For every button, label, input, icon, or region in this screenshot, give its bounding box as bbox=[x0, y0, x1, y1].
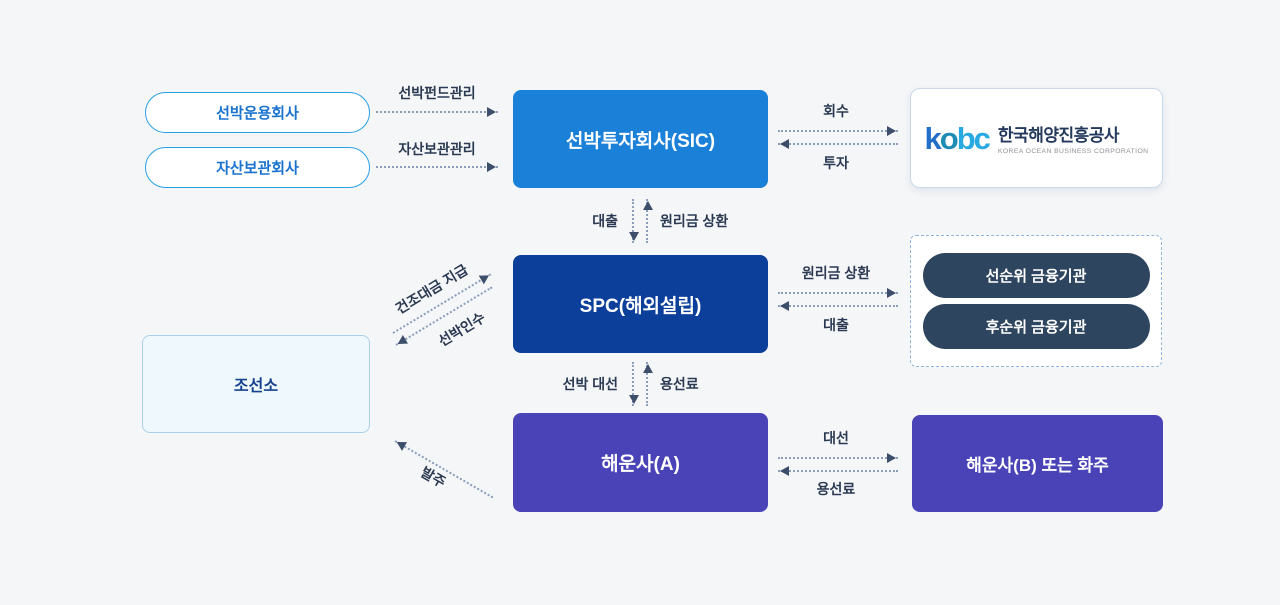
arrowhead bbox=[478, 268, 496, 285]
arrow-repay-right bbox=[778, 288, 898, 298]
flow-label-loan-left: 대출 bbox=[823, 317, 849, 333]
arrow-charter-fee-left bbox=[778, 466, 898, 476]
kobc-name: 한국해양진흥공사 bbox=[997, 126, 1120, 145]
arrowhead bbox=[629, 395, 639, 409]
arrowhead bbox=[629, 232, 639, 246]
kobc-text-group: 한국해양진흥공사 KOREA OCEAN BUSINESS CORPORATIO… bbox=[998, 121, 1149, 155]
arrowhead bbox=[775, 301, 789, 311]
node-senior-fi: 선순위 금융기관 bbox=[922, 253, 1150, 298]
arrow-charter-down bbox=[629, 362, 639, 406]
arrow-repay-up bbox=[643, 199, 653, 243]
kobc-letter-b: b bbox=[956, 120, 976, 156]
arrow-loan-left bbox=[778, 301, 898, 311]
flow-label-charter-right: 대선 bbox=[823, 430, 849, 446]
kobc-logo-group: kobc 한국해양진흥공사 KOREA OCEAN BUSINESS CORPO… bbox=[911, 89, 1162, 187]
kobc-logo-icon: kobc bbox=[924, 120, 991, 156]
flow-label-charter-down: 선박 대선 bbox=[562, 376, 618, 392]
arrow-invest bbox=[778, 139, 898, 149]
arrowhead bbox=[487, 162, 501, 172]
arrowhead bbox=[775, 466, 789, 476]
arrowhead bbox=[487, 107, 501, 117]
arrow-charter-right bbox=[778, 453, 898, 463]
arrowhead bbox=[887, 126, 901, 136]
arrow-charter-fee-up bbox=[643, 362, 653, 406]
flow-label-ship-takeover: 선박인수 bbox=[435, 308, 488, 350]
flow-label-fund-management: 선박펀드관리 bbox=[398, 85, 476, 101]
kobc-letter-o: o bbox=[939, 120, 959, 156]
node-junior-fi: 후순위 금융기관 bbox=[922, 304, 1150, 349]
flow-label-repay-right: 원리금 상환 bbox=[801, 265, 871, 281]
node-spc: SPC(해외설립) bbox=[513, 255, 768, 353]
node-ship-investment-company: 선박투자회사(SIC) bbox=[513, 90, 768, 188]
arrowhead bbox=[643, 359, 653, 373]
arrowhead bbox=[390, 335, 409, 351]
arrowhead bbox=[643, 196, 653, 210]
arrow-loan-down bbox=[629, 199, 639, 243]
flow-label-custody-management: 자산보관관리 bbox=[398, 141, 476, 157]
arrow-custody-management bbox=[376, 162, 498, 172]
flow-label-charter-fee-left: 용선료 bbox=[816, 481, 856, 497]
kobc-letter-c: c bbox=[973, 120, 991, 156]
arrowhead bbox=[775, 139, 789, 149]
flow-label-invest: 투자 bbox=[823, 155, 849, 171]
kobc-letter-k: k bbox=[924, 120, 942, 156]
flow-label-charter-fee-up: 용선료 bbox=[660, 376, 699, 392]
arrowhead bbox=[389, 435, 408, 451]
node-shipping-b: 해운사(B) 또는 화주 bbox=[912, 415, 1163, 512]
arrowhead bbox=[887, 288, 901, 298]
node-kobc: kobc 한국해양진흥공사 KOREA OCEAN BUSINESS CORPO… bbox=[910, 88, 1163, 188]
flow-label-repay-up: 원리금 상환 bbox=[660, 213, 729, 229]
arrowhead bbox=[887, 453, 901, 463]
flow-label-loan-down: 대출 bbox=[592, 213, 618, 229]
arrow-fund-management bbox=[376, 107, 498, 117]
flow-label-recover: 회수 bbox=[823, 103, 849, 119]
arrow-recover bbox=[778, 126, 898, 136]
node-shipping-a: 해운사(A) bbox=[513, 413, 768, 512]
node-shipyard: 조선소 bbox=[142, 335, 370, 433]
node-ship-operator: 선박운용회사 bbox=[145, 92, 370, 133]
kobc-subname: KOREA OCEAN BUSINESS CORPORATION bbox=[997, 148, 1149, 155]
flow-label-order: 발주 bbox=[418, 463, 449, 491]
financial-institutions-group: 선순위 금융기관 후순위 금융기관 bbox=[910, 235, 1162, 367]
node-asset-custodian: 자산보관회사 bbox=[145, 147, 370, 188]
